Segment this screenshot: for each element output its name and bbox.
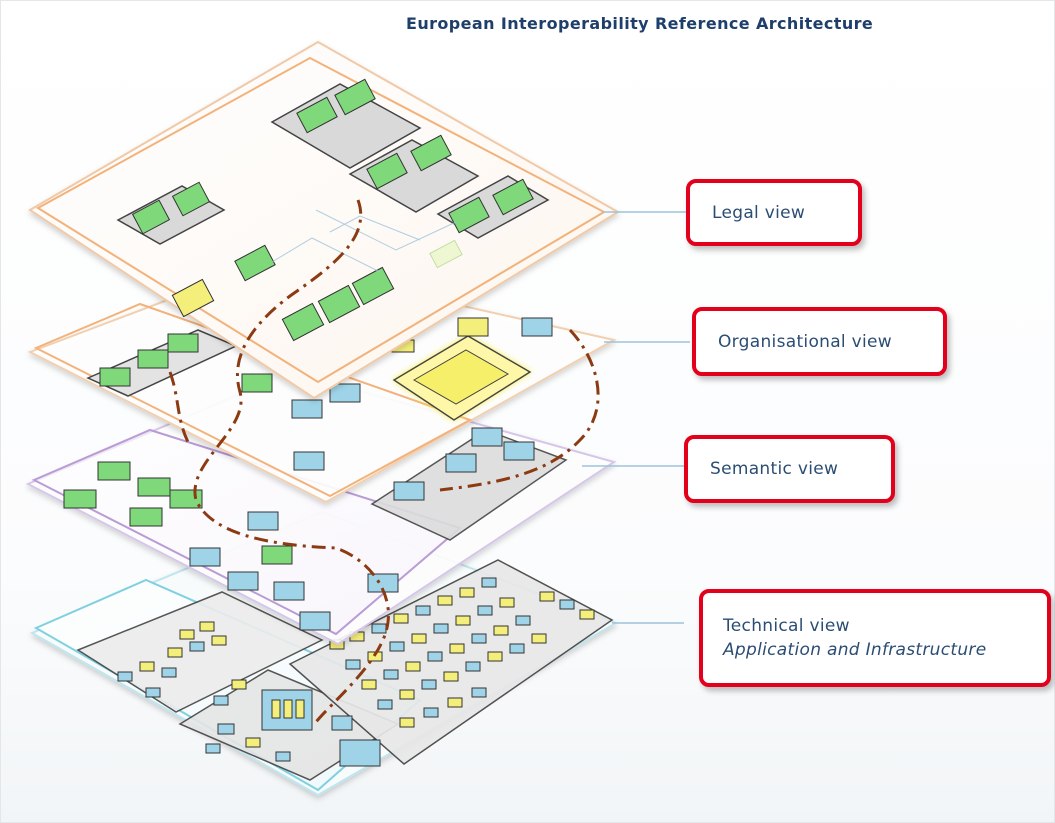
semantic-layer [25, 370, 684, 646]
legal-container-mid [348, 139, 480, 213]
legal-inner-connectors [271, 209, 457, 273]
legal-components [131, 78, 534, 342]
technical-view-label: Technical view [723, 616, 850, 636]
legal-view-label: Legal view [712, 202, 806, 223]
cross-layer-dashed-path [193, 199, 390, 723]
organisational-components [99, 317, 553, 471]
legal-view-callout: Legal view [686, 179, 862, 246]
technical-components [117, 577, 595, 767]
organisational-highlight-inner [412, 349, 510, 405]
technical-container-right [288, 559, 614, 765]
cross-layer-dashed-path-right [439, 328, 600, 492]
semantic-components [63, 427, 535, 631]
semantic-view-label: Semantic view [710, 459, 839, 479]
organisational-view-label: Organisational view [718, 331, 893, 352]
technical-layer [29, 510, 684, 797]
technical-view-sublabel: Application and Infrastructure [723, 640, 987, 660]
cross-layer-dashed-path-left [168, 371, 192, 447]
page-title: European Interoperability Reference Arch… [406, 14, 874, 33]
organisational-view-callout: Organisational view [692, 307, 947, 376]
legal-container-top [270, 83, 422, 169]
technical-view-callout: Technical view Application and Infrastru… [699, 589, 1051, 687]
legal-layer [28, 40, 686, 400]
semantic-view-callout: Semantic view [684, 435, 895, 503]
technical-container-left [76, 591, 324, 713]
organisational-layer-frame [33, 302, 473, 498]
